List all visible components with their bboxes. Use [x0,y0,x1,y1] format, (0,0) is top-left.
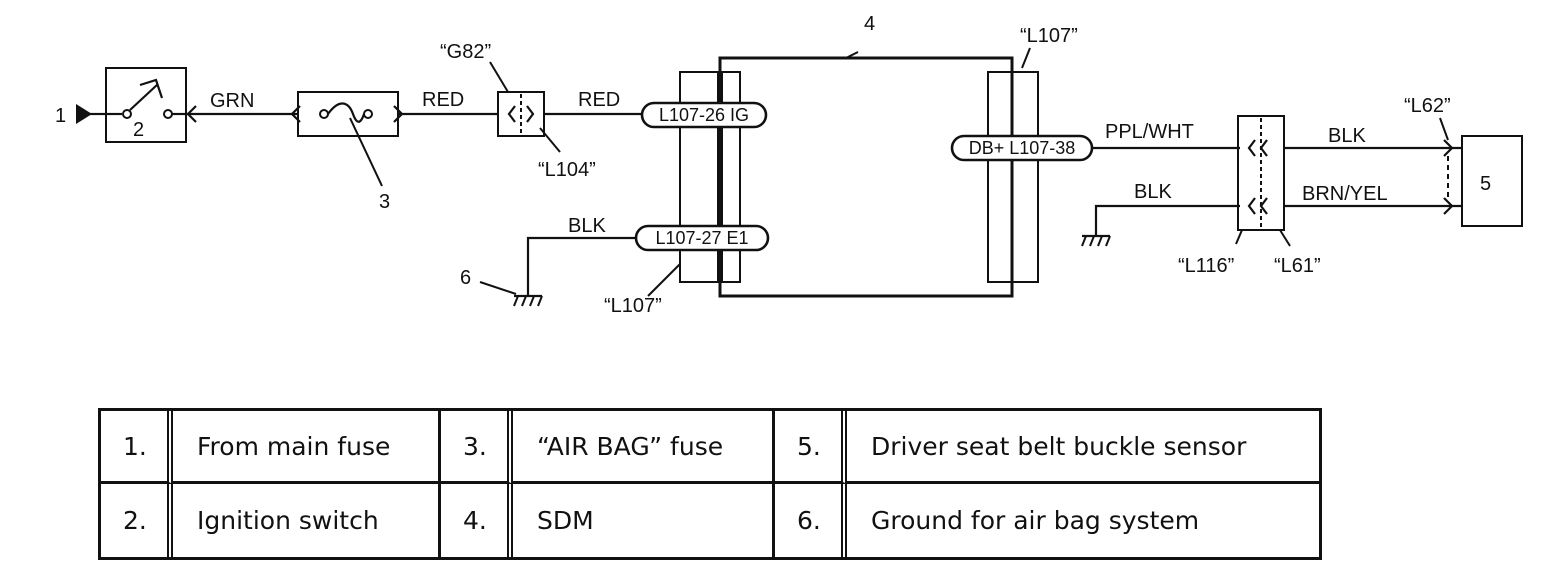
buckle-sensor: 5 [1461,135,1523,227]
terminal-label-ig: L107-26 IG [659,105,749,125]
legend-description: Driver seat belt buckle sensor [847,411,1319,484]
connector-l62: “L62” [1404,95,1454,215]
terminal-db: DB+ L107-38 [950,134,1094,162]
wiring-diagram: 1 2 GRN 3 RED [55,13,1523,317]
connector-label-l61: “L61” [1274,255,1321,277]
air-bag-fuse: 3 [290,91,404,213]
legend-description: SDM [513,484,775,557]
terminal-ig: L107-26 IG [640,101,768,129]
brn-yel-wire: BRN/YEL [1284,183,1462,208]
legend-number: 4. [441,484,513,557]
legend-number: 3. [441,411,513,484]
connector-label-l107-bottom: “L107” [604,295,662,317]
callout-2: 2 [133,119,144,141]
legend-description: Ignition switch [173,484,441,557]
wire-label-blk-lower: BLK [1134,181,1172,203]
ignition-switch: 2 [105,67,187,143]
callout-3: 3 [379,191,390,213]
legend-row: 1. From main fuse 3. “AIR BAG” fuse 5. D… [101,411,1319,484]
connector-label-l104: “L104” [538,159,596,181]
callout-1: 1 [55,105,66,127]
connector-g82-l104: “G82” “L104” [440,41,596,181]
terminal-e1: L107-27 E1 [634,224,770,252]
connector-label-l116: “L116” [1178,255,1234,277]
wire-label-red-1: RED [422,89,464,111]
legend-number: 2. [101,484,173,557]
blk-lower-wire: BLK [1081,181,1240,247]
legend-row: 2. Ignition switch 4. SDM 6. Ground for … [101,484,1319,557]
main-fuse-input: 1 [55,104,106,127]
wire-label-red-2: RED [578,89,620,111]
legend-number: 1. [101,411,173,484]
legend-description: Ground for air bag system [871,506,1200,535]
terminal-label-e1: L107-27 E1 [655,228,748,248]
connector-l116-l61: “L116” “L61” [1178,115,1321,277]
connector-label-g82: “G82” [440,41,491,63]
grn-wire: GRN [186,90,298,123]
callout-6: 6 [460,267,471,289]
legend-description: From main fuse [173,411,441,484]
legend-table: 1. From main fuse 3. “AIR BAG” fuse 5. D… [98,408,1322,560]
connector-label-l107-top: “L107” [1020,25,1078,47]
red-wire-2: RED [544,89,642,116]
legend-number: 5. [775,411,847,484]
sdm-module: 4 “L107” “L107” [604,13,1078,317]
wire-label-grn: GRN [210,90,254,112]
wire-label-ppl-wht: PPL/WHT [1105,121,1194,143]
blk-right-wire: BLK [1284,125,1462,150]
ppl-wht-wire: PPL/WHT [1092,121,1240,150]
wire-label-brn-yel: BRN/YEL [1302,183,1388,205]
arrow-icon [76,104,92,124]
legend-description: “AIR BAG” fuse [513,411,775,484]
legend-number: 6. [775,484,847,557]
wire-label-blk-right: BLK [1328,125,1366,147]
connector-label-l62: “L62” [1404,95,1451,117]
red-wire-1: RED [398,89,498,116]
callout-4: 4 [864,13,875,35]
sdm-ground-wire: BLK 6 [460,215,636,307]
terminal-label-db: DB+ L107-38 [969,138,1076,158]
wire-label-blk-ground: BLK [568,215,606,237]
callout-5: 5 [1480,173,1491,195]
